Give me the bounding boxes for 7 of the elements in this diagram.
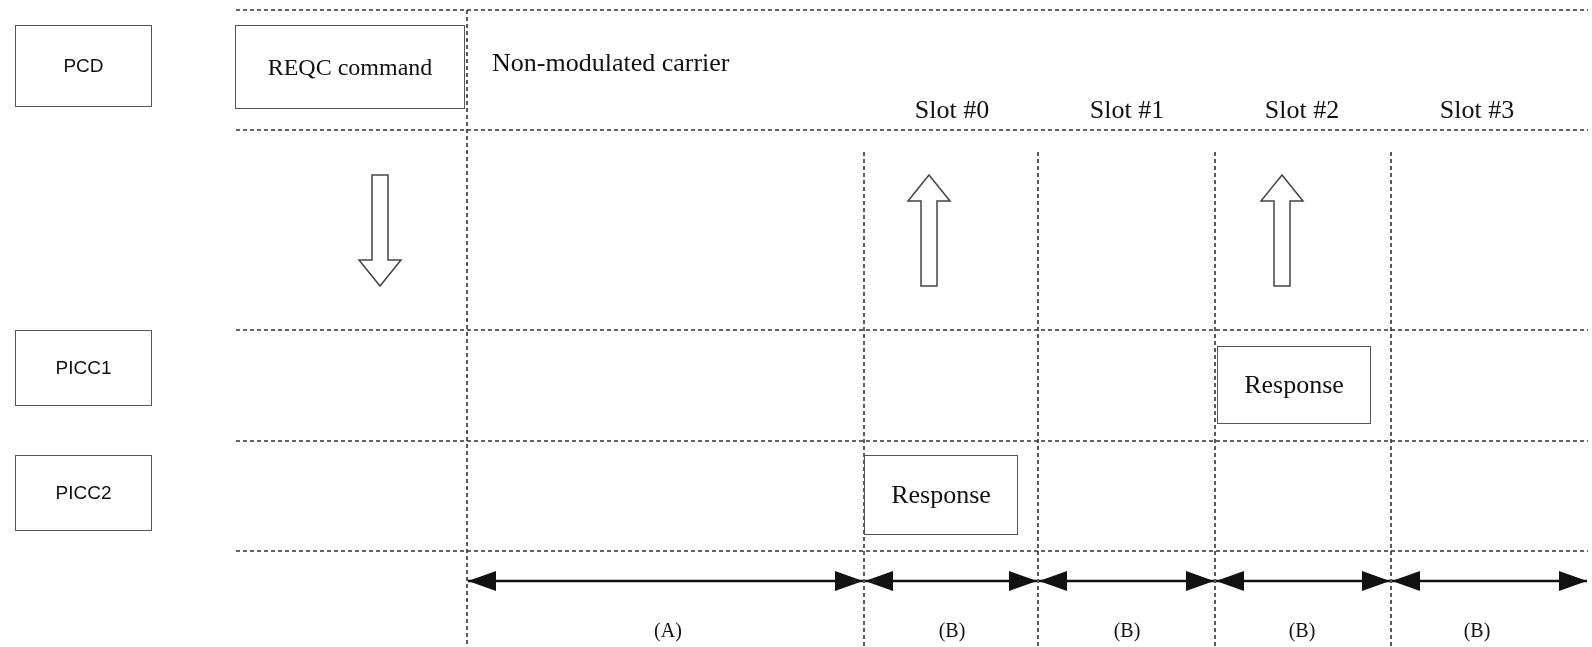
device-label-box: PCD (15, 25, 152, 107)
response-box: Response (864, 455, 1018, 535)
carrier-label: Non-modulated carrier (492, 48, 730, 78)
device-label-box: PICC2 (15, 455, 152, 531)
device-label-box: PICC1 (15, 330, 152, 406)
response-box: Response (1217, 346, 1371, 424)
command-box: REQC command (235, 25, 465, 109)
